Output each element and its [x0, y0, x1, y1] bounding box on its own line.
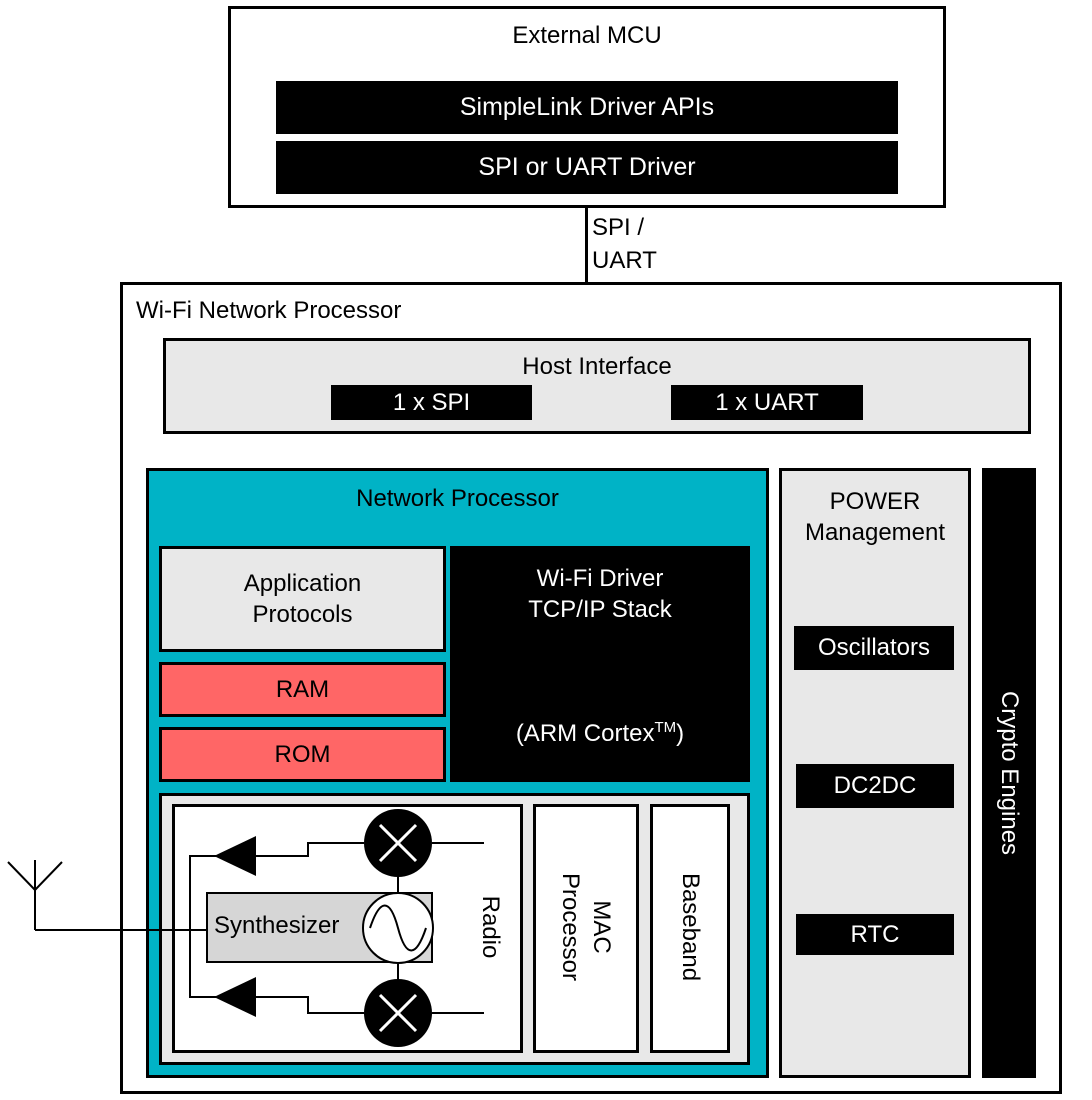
mac-processor-block: [533, 804, 639, 1053]
mixer-lower-icon: [364, 979, 432, 1047]
ram-label: RAM: [275, 675, 330, 703]
host-spi-label: 1 x SPI: [392, 388, 471, 416]
wifi-network-processor-block: [120, 282, 1062, 1094]
application-protocols-line2: Protocols: [252, 601, 353, 628]
simplelink-driver-apis-label: SimpleLink Driver APIs: [459, 93, 715, 121]
ram-block: RAM: [159, 662, 446, 717]
rom-block: ROM: [159, 727, 446, 782]
power-title-line1: POWER: [829, 488, 921, 515]
link-label-line2: UART: [592, 247, 657, 274]
antenna-icon: [7, 860, 206, 931]
amplifier-lower-icon: [214, 977, 256, 1017]
power-management-title: POWER Management: [779, 486, 971, 548]
arm-cortex-text: (ARM Cortex: [515, 720, 655, 747]
oscillators-bar: Oscillators: [794, 626, 954, 670]
host-interface-block: [163, 338, 1031, 434]
link-label-line1: SPI /: [592, 214, 645, 241]
arm-cortex-tm: TM: [654, 719, 677, 736]
radio-signal-lines: [189, 842, 484, 1014]
application-protocols-block: Application Protocols: [159, 546, 446, 652]
simplelink-driver-apis-bar: SimpleLink Driver APIs: [276, 81, 898, 134]
oscillators-label: Oscillators: [817, 634, 931, 661]
host-uart-bar: 1 x UART: [671, 385, 863, 420]
baseband-block: [650, 804, 730, 1053]
synthesizer-label: Synthesizer: [214, 912, 340, 939]
arm-cortex-label: (ARM CortexTM): [450, 719, 750, 749]
dc2dc-label: DC2DC: [833, 772, 917, 799]
wifi-driver-line1: Wi-Fi Driver: [536, 565, 664, 592]
external-mcu-title: External MCU: [512, 22, 662, 49]
arm-cortex-close: ): [676, 720, 685, 747]
wifi-network-processor-title: Wi-Fi Network Processor: [136, 297, 402, 324]
host-interface-title: Host Interface: [522, 353, 672, 380]
dc2dc-bar: DC2DC: [796, 764, 954, 808]
power-title-line2: Management: [804, 519, 946, 547]
wifi-driver-line2: TCP/IP Stack: [528, 596, 672, 624]
oscillator-icon: [362, 892, 434, 964]
host-spi-bar: 1 x SPI: [331, 385, 532, 420]
spi-uart-link-line: [585, 206, 588, 284]
spi-uart-driver-bar: SPI or UART Driver: [276, 141, 898, 194]
rtc-label: RTC: [850, 920, 900, 948]
crypto-engines-label: Crypto Engines: [996, 690, 1023, 856]
spi-uart-driver-label: SPI or UART Driver: [478, 153, 696, 181]
rom-label: ROM: [274, 740, 331, 768]
application-protocols-line1: Application: [243, 569, 362, 597]
mixer-upper-icon: [364, 809, 432, 877]
amplifier-upper-icon: [214, 836, 256, 876]
network-processor-title: Network Processor: [356, 485, 559, 512]
crypto-engines-block: [982, 468, 1036, 1078]
rtc-bar: RTC: [796, 914, 954, 955]
wifi-driver-text: Wi-Fi Driver TCP/IP Stack: [450, 563, 750, 625]
wifi-driver-block: [450, 546, 750, 782]
host-uart-label: 1 x UART: [715, 388, 819, 416]
